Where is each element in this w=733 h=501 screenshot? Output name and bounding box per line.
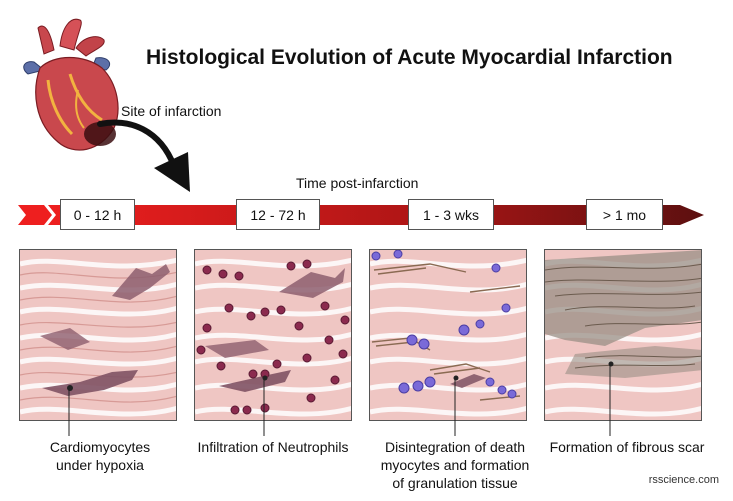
- caption-neutrophils-line1: Infiltration of Neutrophils: [197, 439, 349, 455]
- timeline-label: Time post-infarction: [296, 175, 419, 191]
- caption-hypoxia-line1: Cardiomyocytes: [49, 439, 151, 455]
- timeline-arrow: [18, 205, 704, 225]
- caption-granulation: Disintegration of death myocytes and for…: [365, 438, 545, 492]
- panel-hypoxia: [19, 249, 177, 421]
- stage-1-3wks: 1 - 3 wks: [408, 199, 494, 230]
- tissue-granulation-svg: [370, 250, 526, 420]
- caption-neutrophils: Infiltration of Neutrophils: [183, 438, 363, 456]
- caption-granulation-line2: myocytes and formation: [380, 457, 530, 473]
- caption-granulation-line3: of granulation tissue: [392, 475, 518, 491]
- site-of-infarction-label: Site of infarction: [121, 103, 222, 119]
- caption-fibrous-scar-line1: Formation of fibrous scar: [549, 439, 705, 455]
- pointer-arrow: [97, 119, 190, 192]
- caption-hypoxia: Cardiomyocytes under hypoxia: [20, 438, 180, 474]
- stage-0-12h: 0 - 12 h: [60, 199, 135, 230]
- panel-neutrophils: [194, 249, 352, 421]
- caption-fibrous-scar: Formation of fibrous scar: [537, 438, 717, 456]
- stage-over-1mo: > 1 mo: [586, 199, 663, 230]
- panel-granulation: [369, 249, 527, 421]
- credit-label: rsscience.com: [648, 474, 719, 486]
- caption-granulation-line1: Disintegration of death: [384, 439, 526, 455]
- page-title: Histological Evolution of Acute Myocardi…: [146, 46, 673, 69]
- caption-hypoxia-line2: under hypoxia: [56, 457, 144, 473]
- heart-illustration: [23, 18, 119, 151]
- stage-12-72h: 12 - 72 h: [236, 199, 320, 230]
- panel-fibrous-scar: [544, 249, 702, 421]
- tissue-hypoxia-svg: [20, 250, 176, 420]
- tissue-neutrophil-svg: [195, 250, 351, 420]
- tissue-scar-svg: [545, 250, 701, 420]
